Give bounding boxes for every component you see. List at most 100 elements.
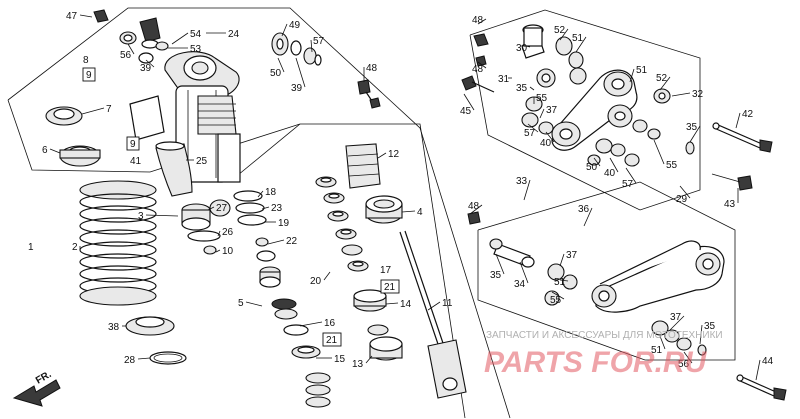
leader-line	[79, 14, 93, 18]
part-number-17: 17	[380, 265, 392, 276]
part-number-42: 42	[742, 109, 754, 120]
part-number-11: 11	[442, 298, 453, 309]
leader-line	[295, 57, 306, 88]
part-number-35: 35	[686, 122, 698, 133]
rubber-cover-9	[129, 95, 165, 141]
part-number-39: 39	[140, 63, 152, 74]
leader-lines	[49, 14, 761, 381]
part-number-31: 31	[498, 74, 510, 85]
lower-collar-34	[489, 238, 535, 268]
dust-boot-12	[345, 143, 381, 189]
upper-collars-30	[521, 24, 545, 59]
part-number-13: 13	[352, 359, 364, 370]
linkage-frame-lower	[477, 181, 736, 361]
shock-spring	[79, 180, 157, 306]
part-number-55: 55	[666, 160, 678, 171]
seal-13	[367, 324, 403, 361]
part-number-57: 57	[524, 128, 536, 139]
leader-line	[529, 86, 535, 91]
nut-43	[711, 173, 753, 191]
leader-line	[145, 214, 179, 217]
part-number-21: 21	[326, 335, 338, 346]
part-number-8: 8	[83, 55, 89, 66]
leader-line	[401, 210, 416, 213]
leader-line	[323, 271, 331, 281]
upper-mount-bushings	[271, 32, 322, 66]
top-damper-cap	[119, 17, 169, 64]
leader-line	[689, 125, 701, 143]
pivot-arm	[591, 240, 725, 313]
leader-line	[735, 112, 741, 129]
upper-bushings-51-52	[521, 36, 671, 135]
boxed-label-frame	[82, 67, 96, 82]
part-number-26: 26	[222, 227, 234, 238]
boxed-label-frame	[126, 136, 140, 151]
piston-14	[353, 289, 387, 312]
part-number-20: 20	[310, 276, 322, 287]
lower-bushings	[544, 263, 707, 356]
leader-line	[495, 253, 505, 275]
part-number-48: 48	[472, 64, 484, 75]
part-number-52: 52	[656, 73, 668, 84]
part-number-48: 48	[366, 63, 378, 74]
valve-stack	[255, 237, 331, 408]
leader-line	[625, 167, 637, 184]
part-number-51: 51	[636, 65, 648, 76]
part-number-35: 35	[516, 83, 528, 94]
leader-line	[145, 59, 155, 68]
part-number-39: 39	[291, 83, 303, 94]
damper-rod-assembly	[181, 199, 231, 255]
part-number-52: 52	[554, 25, 566, 36]
part-number-9: 9	[86, 70, 92, 81]
part-number-56: 56	[120, 50, 132, 61]
front-direction-arrow	[12, 379, 61, 407]
leader-line	[755, 359, 761, 381]
part-number-1: 1	[28, 242, 34, 253]
leader-line	[559, 279, 569, 282]
leader-line	[477, 18, 487, 25]
part-number-28: 28	[124, 355, 136, 366]
leader-line	[527, 123, 539, 133]
leader-line	[671, 92, 691, 97]
boxed-label-frame	[380, 279, 400, 294]
part-number-50: 50	[586, 162, 598, 173]
part-number-33: 33	[516, 176, 528, 187]
shock-upper-mount	[164, 51, 241, 183]
linkage-frame-upper	[469, 9, 701, 211]
leader-line	[477, 61, 487, 69]
leader-line	[81, 107, 105, 115]
part-number-18: 18	[265, 187, 277, 198]
snap-rings-18-23	[233, 190, 267, 226]
leader-line	[267, 239, 285, 245]
part-number-16: 16	[324, 318, 336, 329]
part-number-51: 51	[554, 277, 566, 288]
lock-nut-6	[59, 145, 101, 167]
leader-line	[629, 68, 635, 83]
leader-line	[463, 93, 475, 111]
part-number-10: 10	[222, 246, 234, 257]
part-number-41: 41	[130, 156, 142, 167]
leader-line	[261, 206, 270, 210]
part-number-6: 6	[42, 145, 48, 156]
part-number-44: 44	[762, 356, 774, 367]
leader-line	[385, 302, 399, 305]
disc-stack-20	[315, 176, 369, 272]
part-number-56: 56	[678, 359, 690, 370]
part-number-43: 43	[724, 199, 736, 210]
part-number-9: 9	[130, 139, 136, 150]
leader-line	[523, 179, 531, 201]
leader-line	[137, 357, 151, 360]
part-number-53: 53	[190, 44, 202, 55]
part-number-48: 48	[472, 15, 484, 26]
long-bolt-42	[712, 122, 773, 153]
boxed-label-frame	[322, 332, 342, 347]
spring-seat-38	[125, 316, 175, 336]
part-number-30: 30	[516, 43, 528, 54]
part-number-37: 37	[566, 250, 578, 261]
leader-line	[559, 28, 569, 41]
leader-line	[669, 315, 685, 331]
leader-line	[469, 204, 483, 215]
part-number-51: 51	[572, 33, 584, 44]
leader-line	[539, 108, 545, 119]
